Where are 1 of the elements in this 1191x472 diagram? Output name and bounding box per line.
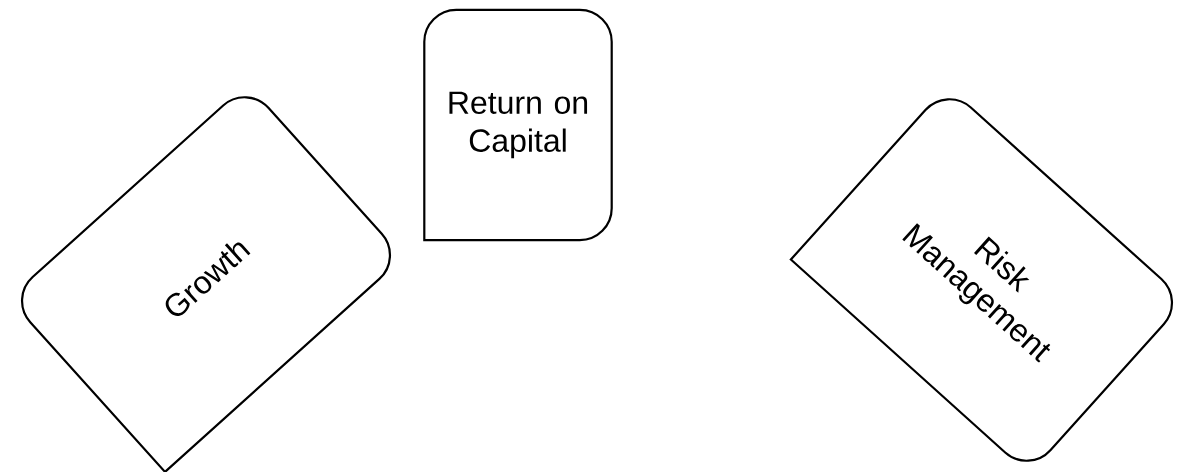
- process-box: Return on Capital: [423, 8, 613, 242]
